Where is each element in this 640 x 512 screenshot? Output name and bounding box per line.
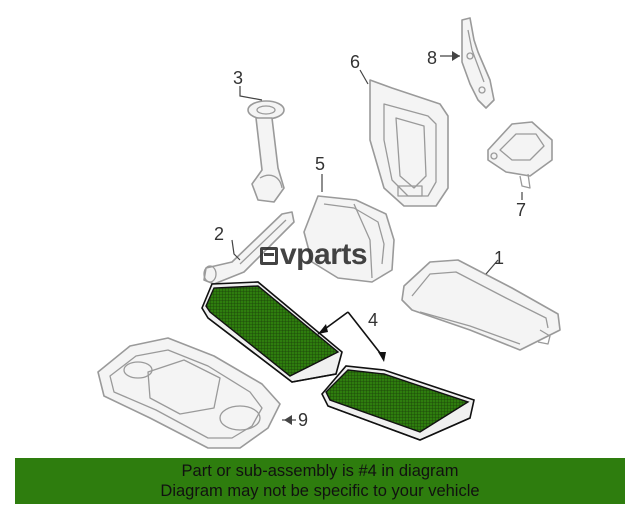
- vparts-logo-icon: [260, 247, 278, 265]
- banner-line-2: Diagram may not be specific to your vehi…: [160, 482, 480, 500]
- part-9-tray: [97, 337, 281, 449]
- callout-7: 7: [516, 200, 526, 220]
- part-8-bracket: [461, 17, 495, 109]
- callout-3: 3: [233, 68, 243, 88]
- part-5-duct: [303, 195, 395, 283]
- part-2-pipe: [203, 211, 295, 285]
- vparts-watermark: vparts: [260, 238, 368, 272]
- callout-5: 5: [315, 154, 325, 174]
- callout-1: 1: [494, 248, 504, 268]
- part-6-housing: [369, 79, 449, 207]
- part-1-airbox-cover: [401, 259, 561, 351]
- callout-2: 2: [214, 224, 224, 244]
- part-3-hose: [247, 100, 285, 203]
- banner-line-1: Part or sub-assembly is #4 in diagram: [181, 462, 459, 480]
- callout-4: 4: [368, 310, 378, 330]
- part-7-mount: [487, 121, 553, 189]
- callout-9: 9: [298, 410, 308, 430]
- part-4-air-filter-upper: [201, 281, 343, 383]
- part-4-air-filter-lower: [321, 365, 475, 441]
- callout-6: 6: [350, 52, 360, 72]
- info-banner: Part or sub-assembly is #4 in diagram Di…: [15, 458, 625, 504]
- callout-8: 8: [427, 48, 437, 68]
- watermark-text: vparts: [280, 238, 368, 271]
- leader-lines: [231, 51, 523, 425]
